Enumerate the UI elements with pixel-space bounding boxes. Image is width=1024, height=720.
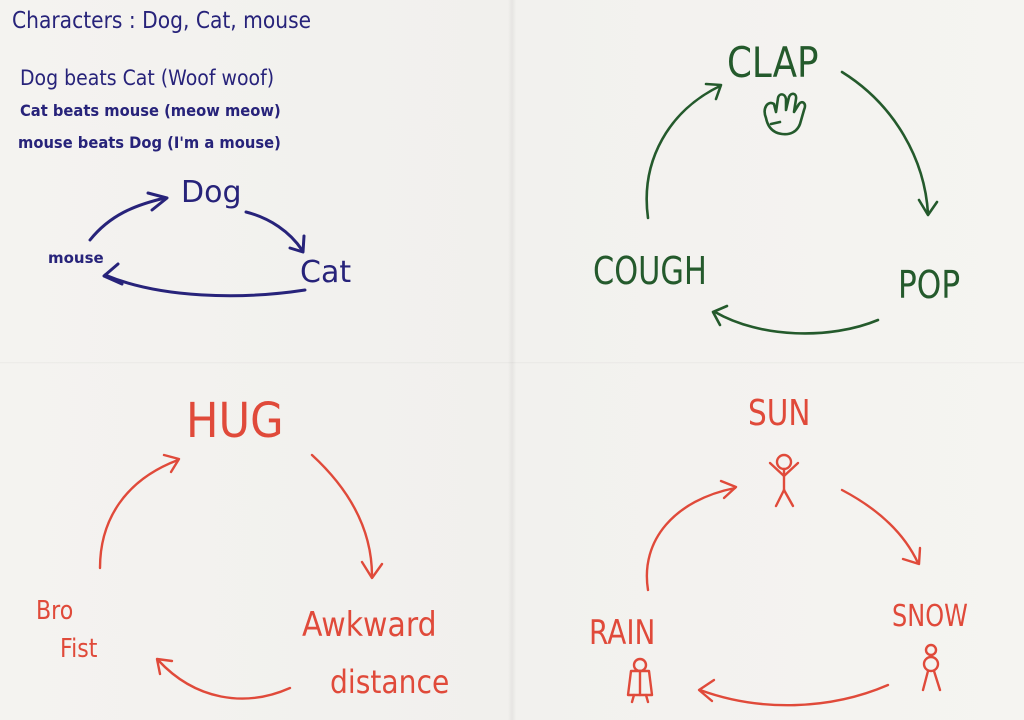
node-mouse: mouse (48, 249, 104, 267)
stick-figure-cloak-icon (626, 657, 654, 704)
arrow-pop-to-cough (713, 310, 880, 335)
arrowhead-hug-to-awkward (360, 560, 384, 580)
node-sun: SUN (748, 393, 811, 434)
node-snow: SNOW (892, 599, 968, 634)
rule-dog-beats-cat: Dog beats Cat (Woof woof) (20, 66, 275, 90)
stick-figure-snowman-icon (921, 643, 942, 692)
arrowhead-rain-to-sun (719, 479, 738, 500)
arrowhead-bro-to-hug (162, 453, 181, 474)
arrowhead-sun-to-snow (901, 546, 922, 566)
arrow-clap-to-pop (840, 70, 930, 216)
arrowhead-dog-to-cat (288, 234, 306, 254)
node-rain: RAIN (589, 613, 656, 653)
arrow-sun-to-snow (840, 488, 920, 565)
arrowhead-cough-to-clap (704, 82, 723, 101)
stick-figure-arms-up-icon (768, 453, 800, 508)
node-dog: Dog (181, 175, 242, 210)
arrow-hug-to-awkward (310, 453, 374, 578)
node-clap: CLAP (727, 38, 819, 87)
arrow-rain-to-sun (645, 486, 737, 592)
node-pop: POP (898, 263, 961, 307)
arrowhead-cat-to-mouse (102, 262, 124, 286)
arrowhead-mouse-to-dog (146, 191, 169, 212)
arrow-snow-to-rain (698, 683, 890, 707)
node-awkward: Awkward (302, 605, 437, 645)
arrow-bro-to-hug (98, 458, 180, 570)
arrowhead-clap-to-pop (917, 198, 939, 217)
arrowhead-snow-to-rain (697, 678, 716, 703)
arrowhead-pop-to-cough (711, 304, 729, 327)
hand-icon (763, 92, 807, 136)
node-bro: Bro (36, 596, 74, 626)
arrow-cat-to-mouse (103, 273, 307, 298)
characters-heading: Characters : Dog, Cat, mouse (12, 8, 312, 34)
arrow-dog-to-cat (244, 210, 304, 252)
arrow-awkward-to-bro (156, 658, 292, 700)
node-fist: Fist (60, 634, 98, 664)
node-cat: Cat (300, 255, 352, 290)
rule-mouse-beats-dog: mouse beats Dog (I'm a mouse) (18, 133, 281, 152)
arrowhead-awkward-to-bro (155, 657, 174, 676)
arrow-cough-to-clap (645, 84, 722, 220)
rule-cat-beats-mouse: Cat beats mouse (meow meow) (20, 101, 281, 120)
node-cough: COUGH (593, 249, 707, 293)
node-distance: distance (330, 663, 450, 701)
arrow-mouse-to-dog (88, 196, 167, 242)
node-hug: HUG (186, 393, 284, 449)
paper-fold (0, 362, 1024, 364)
